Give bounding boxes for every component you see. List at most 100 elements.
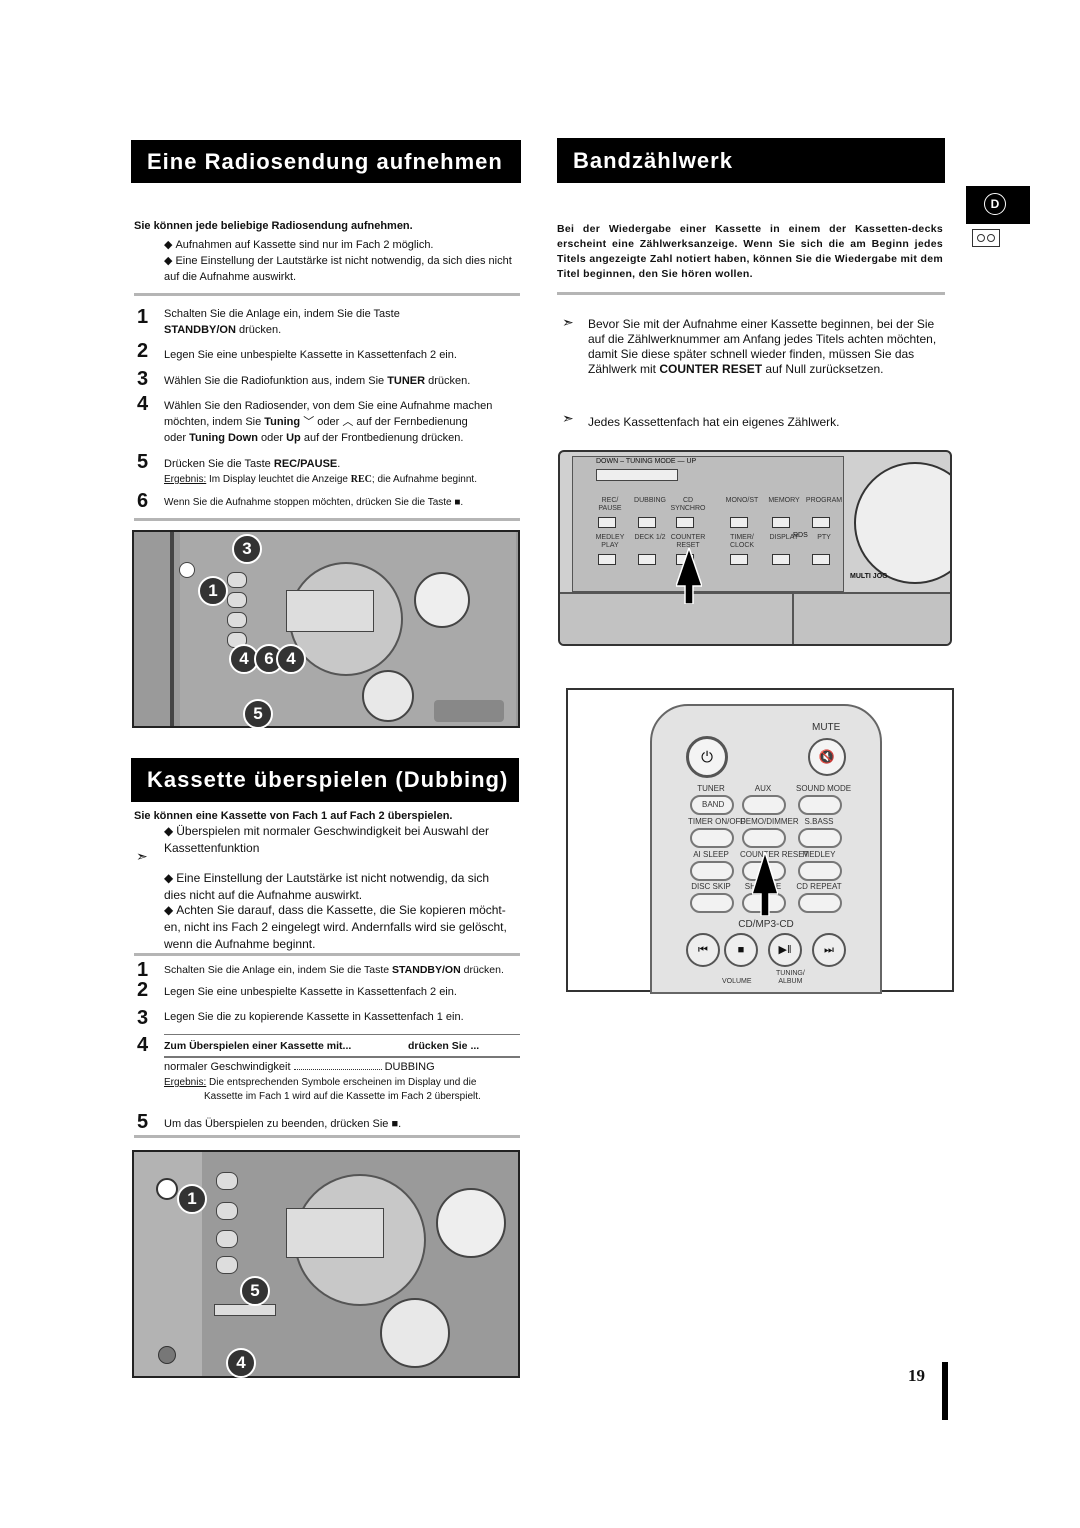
multi-jog-knob — [854, 462, 950, 584]
radio-intro: Sie können jede beliebige Radiosendung a… — [134, 220, 413, 232]
step-number: 2 — [137, 979, 149, 1001]
multi-jog-knob — [362, 670, 414, 722]
panel-button[interactable] — [812, 517, 830, 528]
phones-jack — [158, 1346, 176, 1364]
remote-button[interactable] — [798, 795, 842, 815]
display-window — [286, 1208, 384, 1258]
stop-icon: ■ — [391, 1118, 399, 1130]
step-number: 5 — [137, 451, 149, 473]
panel-button-label: PROGRAM — [805, 497, 843, 504]
step-number: 3 — [137, 1007, 149, 1029]
panel-button[interactable] — [812, 554, 830, 565]
dubbing-table-header: Zum Überspielen einer Kassette mit...drü… — [164, 1040, 480, 1052]
display-window — [286, 590, 374, 632]
panel-button[interactable] — [598, 517, 616, 528]
multi-jog-knob — [380, 1298, 450, 1368]
remote-button-label: TIMER ON/OFF — [688, 817, 746, 826]
play-pause-icon: ▶‖ — [768, 933, 802, 967]
panel-button-label: DUBBING — [634, 497, 666, 504]
panel-button[interactable] — [598, 554, 616, 565]
radio-step-2: Legen Sie eine unbespielte Kassette in K… — [164, 349, 457, 361]
standby-button — [156, 1178, 178, 1200]
radio-step-6: Wenn Sie die Aufnahme stoppen möchten, d… — [164, 497, 464, 508]
divider — [164, 1056, 520, 1058]
panel-button[interactable] — [730, 517, 748, 528]
dubbing-bullet-3: Achten Sie darauf, dass die Kassette, di… — [164, 902, 514, 953]
page-number: 19 — [908, 1366, 925, 1385]
section-header-dubbing: Kassette überspielen (Dubbing) — [131, 758, 519, 802]
panel-button[interactable] — [676, 517, 694, 528]
divider — [557, 292, 945, 295]
note-arrow-icon: ➣ — [562, 314, 574, 330]
remote-button[interactable] — [742, 795, 786, 815]
step-number: 3 — [137, 368, 149, 390]
dubbing-step-1: Schalten Sie die Anlage ein, indem Sie d… — [164, 964, 504, 976]
step-number: 1 — [137, 306, 149, 328]
callout-1: 1 — [198, 576, 228, 606]
step-number: 4 — [137, 1034, 149, 1056]
remote-button-label: CD REPEAT — [796, 882, 842, 891]
remote-button-label: TUNER — [697, 784, 725, 793]
divider — [134, 518, 520, 521]
rds-label: RDS — [793, 532, 808, 539]
callout-5: 5 — [240, 1276, 270, 1306]
divider — [164, 1034, 520, 1035]
cassette-icon — [972, 229, 1000, 247]
dubbing-step-2: Legen Sie eine unbespielte Kassette in K… — [164, 986, 457, 998]
radio-step-1: Schalten Sie die Anlage ein, indem Sie d… — [164, 308, 400, 336]
dubbing-step-5: Um das Überspielen zu beenden, drücken S… — [164, 1118, 402, 1130]
front-panel-figure-dubbing — [132, 1150, 520, 1378]
transport-buttons: ⏮ ■ ▶‖ ⏭ — [686, 933, 846, 967]
panel-button-label: MONO/ST — [725, 497, 759, 504]
panel-button[interactable] — [638, 554, 656, 565]
panel-button-label: TIMER/ CLOCK — [729, 534, 755, 549]
panel-closeup-figure: DOWN – TUNING MODE — UP — [558, 450, 952, 646]
remote-button[interactable] — [690, 795, 734, 815]
divider — [134, 1135, 520, 1138]
cd-mp3-label: CD/MP3-CD — [738, 919, 794, 930]
radio-step-3: Wählen Sie die Radiofunktion aus, indem … — [164, 375, 471, 387]
chevron-down-icon: ﹀ — [303, 416, 315, 428]
mute-label: MUTE — [812, 722, 841, 733]
callout-5: 5 — [243, 699, 273, 729]
note-arrow-icon: ➣ — [136, 848, 148, 864]
note-arrow-icon: ➣ — [562, 410, 574, 426]
remote-button[interactable] — [798, 893, 842, 913]
remote-button[interactable] — [690, 893, 734, 913]
counter-intro: Bei der Wiedergabe einer Kassette in ein… — [557, 223, 943, 280]
previous-icon: ⏮ — [686, 933, 720, 967]
stop-icon: ■ — [454, 497, 461, 508]
divider — [134, 293, 520, 296]
section-header-counter: Bandzählwerk — [557, 138, 945, 183]
radio-bullet-2: Eine Einstellung der Lautstärke ist nich… — [164, 253, 514, 285]
remote-button[interactable] — [690, 861, 734, 881]
panel-button-label: DISPLAY — [769, 534, 799, 541]
panel-button[interactable] — [638, 517, 656, 528]
dubbing-bullet-1: Überspielen mit normaler Geschwindigkeit… — [164, 823, 514, 857]
pointer-arrow-icon — [676, 548, 702, 604]
remote-button[interactable] — [798, 828, 842, 848]
panel-button-label: REC/ PAUSE — [598, 497, 622, 512]
step-number: 1 — [137, 959, 149, 981]
panel-button[interactable] — [772, 554, 790, 565]
remote-button[interactable] — [742, 828, 786, 848]
panel-button-label: CD SYNCHRO — [670, 497, 706, 512]
step-number: 4 — [137, 393, 149, 415]
remote-button[interactable] — [690, 828, 734, 848]
section-header-radio: Eine Radiosendung aufnehmen — [131, 140, 521, 183]
dubbing-intro: Sie können eine Kassette von Fach 1 auf … — [134, 810, 453, 822]
remote-button[interactable] — [798, 861, 842, 881]
language-tab: D — [966, 186, 1030, 224]
remote-button-label: DISC SKIP — [691, 882, 731, 891]
remote-button-label: S.BASS — [804, 817, 834, 826]
volume-knob — [414, 572, 470, 628]
pointer-arrow-icon — [752, 852, 778, 916]
panel-button[interactable] — [730, 554, 748, 565]
panel-button-label: DECK 1/2 — [634, 534, 666, 541]
callout-3: 3 — [232, 534, 262, 564]
next-icon: ⏭ — [812, 933, 846, 967]
panel-button[interactable] — [772, 517, 790, 528]
callout-4: 4 — [226, 1348, 256, 1378]
callout-4b: 4 — [276, 644, 306, 674]
volume-label: VOLUME — [722, 978, 752, 985]
